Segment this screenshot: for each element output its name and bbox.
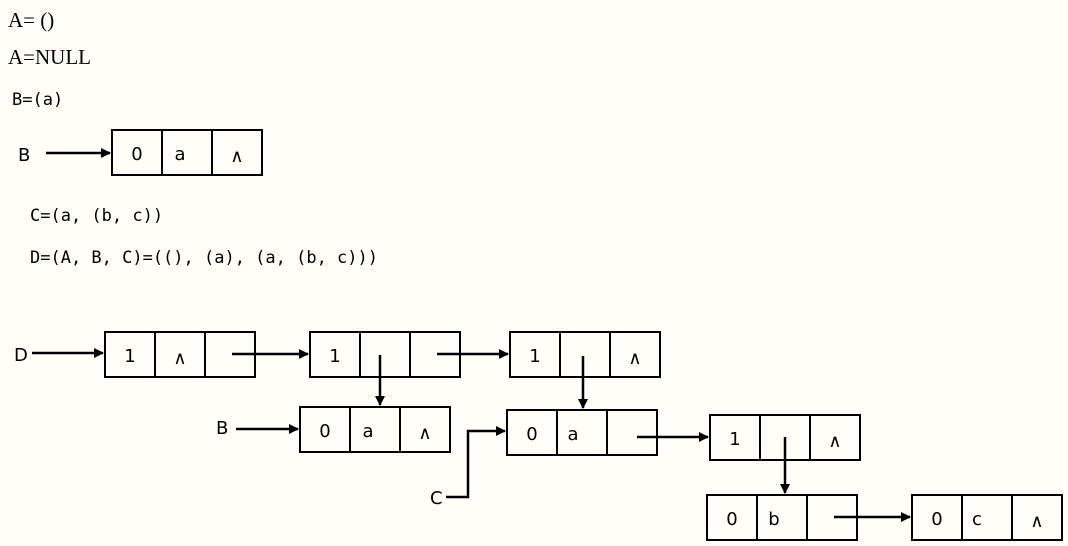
node-b-top-atom: a [174, 144, 185, 165]
node-b-lower-tag: 0 [319, 421, 330, 442]
node-c2-next: ∧ [828, 431, 841, 452]
node-c1: 0 a [506, 409, 658, 456]
node-d1-tag: 1 [124, 346, 135, 367]
node-b-top-next: ∧ [230, 146, 243, 167]
line-b-definition: B=(a) [12, 90, 64, 110]
node-b-top: 0 a ∧ [111, 129, 263, 176]
node-d1-head: ∧ [173, 348, 186, 369]
node-b-top-tag: 0 [131, 144, 142, 165]
arrow-c-to-node [446, 426, 506, 499]
node-d3-tag: 1 [529, 346, 540, 367]
node-c-c-tag: 0 [931, 509, 942, 530]
node-c-b-tag: 0 [726, 509, 737, 530]
node-b-lower-atom: a [362, 421, 373, 442]
node-d2-tag: 1 [329, 346, 340, 367]
node-c-c-atom: c [972, 509, 982, 530]
node-d3-next: ∧ [628, 348, 641, 369]
node-b-lower-next: ∧ [418, 423, 431, 444]
node-c-c: 0 c ∧ [911, 494, 1063, 541]
line-d-definition: D=(A, B, C)=((), (a), (a, (b, c))) [30, 248, 378, 268]
node-c1-tag: 0 [526, 424, 537, 445]
line-a-null: A=NULL [8, 45, 91, 69]
node-c2-tag: 1 [729, 429, 740, 450]
pointer-label-b-lower: B [216, 418, 228, 439]
node-c-b-atom: b [768, 509, 779, 530]
pointer-label-b-top: B [18, 145, 30, 166]
node-c1-atom: a [567, 424, 578, 445]
node-d3: 1 ∧ [509, 331, 661, 378]
node-b-lower: 0 a ∧ [299, 406, 451, 453]
pointer-label-d: D [14, 345, 28, 366]
line-c-definition: C=(a, (b, c)) [30, 206, 164, 226]
pointer-label-c: C [430, 488, 443, 509]
line-a-empty: A= () [8, 8, 55, 32]
node-c-c-next: ∧ [1030, 511, 1043, 532]
